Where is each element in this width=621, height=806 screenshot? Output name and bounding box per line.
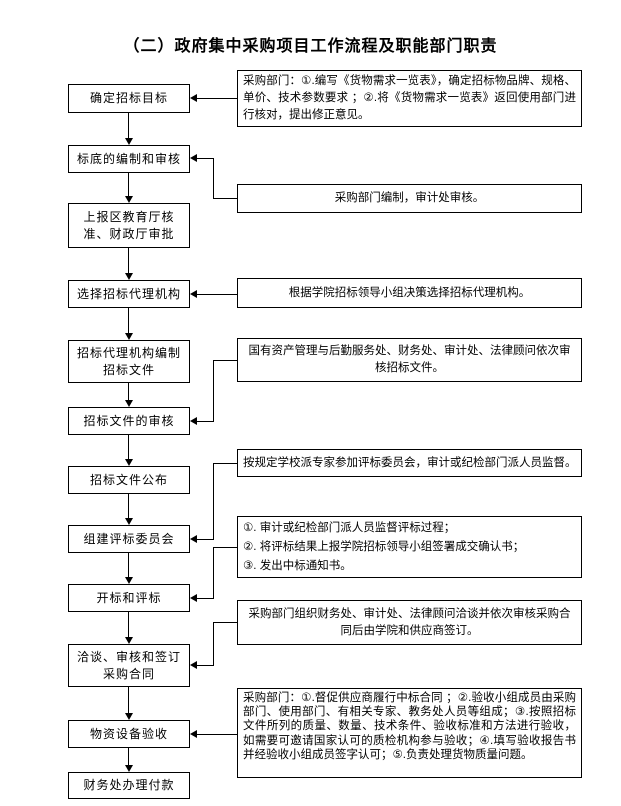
- flow-line: [128, 173, 129, 196]
- arrow-left-icon: [190, 290, 197, 298]
- note-base-price-audit: 采购部门编制，审计处审核。: [237, 184, 582, 213]
- arrow-left-icon: [190, 594, 197, 602]
- arrow-down-icon: [125, 333, 133, 340]
- arrow-down-icon: [125, 459, 133, 466]
- note-connector: [197, 294, 237, 295]
- arrow-left-icon: [190, 730, 197, 738]
- step-review-bid-documents: 招标文件的审核: [68, 407, 190, 435]
- step-report-for-approval: 上报区教育厅核准、财政厅审批: [68, 203, 190, 248]
- step-agency-prepare-documents: 招标代理机构编制招标文件: [68, 340, 190, 383]
- arrow-left-icon: [190, 154, 197, 162]
- note-contract-negotiation: 采购部门组织财务处、审计处、法律顾问洽谈并依次审核采购合同后由学院和供应商签订。: [237, 600, 582, 645]
- flow-line: [128, 113, 129, 138]
- flow-line: [128, 383, 129, 400]
- arrow-down-icon: [125, 273, 133, 280]
- note-connector: [213, 622, 237, 623]
- step-compile-base-price: 标底的编制和审核: [68, 145, 190, 173]
- step-goods-acceptance: 物资设备验收: [68, 720, 190, 748]
- note-connector: [197, 734, 237, 735]
- step-finance-payment: 财务处办理付款: [68, 772, 190, 799]
- note-connector: [197, 665, 214, 666]
- note-connector: [213, 463, 214, 540]
- arrow-left-icon: [190, 94, 197, 102]
- flow-line: [128, 248, 129, 273]
- note-connector: [213, 547, 214, 599]
- flow-line: [128, 494, 129, 518]
- note-connector: [213, 198, 237, 199]
- page-title: （二）政府集中采购项目工作流程及职能部门职责: [123, 38, 498, 55]
- note-connector: [213, 360, 214, 422]
- flow-line: [128, 308, 129, 333]
- arrow-down-icon: [125, 713, 133, 720]
- step-negotiate-sign-contract: 洽谈、审核和签订采购合同: [68, 644, 190, 687]
- arrow-down-icon: [125, 765, 133, 772]
- flow-line: [128, 687, 129, 713]
- note-connector: [213, 622, 214, 666]
- note-document-review-depts: 国有资产管理与后勤服务处、财务处、审计处、法律顾问依次审核招标文件。: [237, 338, 582, 382]
- arrow-left-icon: [190, 417, 197, 425]
- note-connector: [197, 98, 237, 99]
- step-define-bidding-goal: 确定招标目标: [68, 84, 190, 113]
- step-publish-bid-documents: 招标文件公布: [68, 466, 190, 494]
- arrow-down-icon: [125, 138, 133, 145]
- arrow-down-icon: [125, 577, 133, 584]
- note-expert-committee: 按规定学校派专家参加评标委员会，审计或纪检部门派人员监督。: [237, 449, 582, 477]
- flow-line: [128, 748, 129, 765]
- note-acceptance-procedure: 采购部门：①.督促供应商履行中标合同 ；②.验收小组成员由采购部门、使用部门、有…: [237, 688, 582, 778]
- flow-line: [128, 612, 129, 637]
- note-connector: [197, 539, 214, 540]
- arrow-left-icon: [190, 661, 197, 669]
- note-evaluation-supervision: ①. 审计或纪检部门派人员监督评标过程； ②. 将评标结果上报学院招标领导小组签…: [237, 516, 582, 578]
- note-agency-selection: 根据学院招标领导小组决策选择招标代理机构。: [237, 278, 582, 308]
- step-form-evaluation-committee: 组建评标委员会: [68, 525, 190, 553]
- note-connector: [197, 598, 214, 599]
- note-connector: [213, 360, 237, 361]
- note-connector: [213, 547, 237, 548]
- arrow-left-icon: [190, 535, 197, 543]
- note-connector: [213, 158, 214, 199]
- note-requirement-list: 采购部门：①.编写《货物需求一览表》，确定招标物品牌、规格、单价、技术参数要求 …: [237, 70, 582, 127]
- flow-line: [128, 435, 129, 459]
- step-select-bidding-agency: 选择招标代理机构: [68, 280, 190, 308]
- arrow-down-icon: [125, 518, 133, 525]
- note-connector: [197, 158, 214, 159]
- note-connector: [197, 421, 214, 422]
- note-connector: [213, 463, 237, 464]
- arrow-down-icon: [125, 400, 133, 407]
- flow-line: [128, 553, 129, 577]
- arrow-down-icon: [125, 196, 133, 203]
- arrow-down-icon: [125, 637, 133, 644]
- step-open-and-evaluate-bids: 开标和评标: [68, 584, 190, 612]
